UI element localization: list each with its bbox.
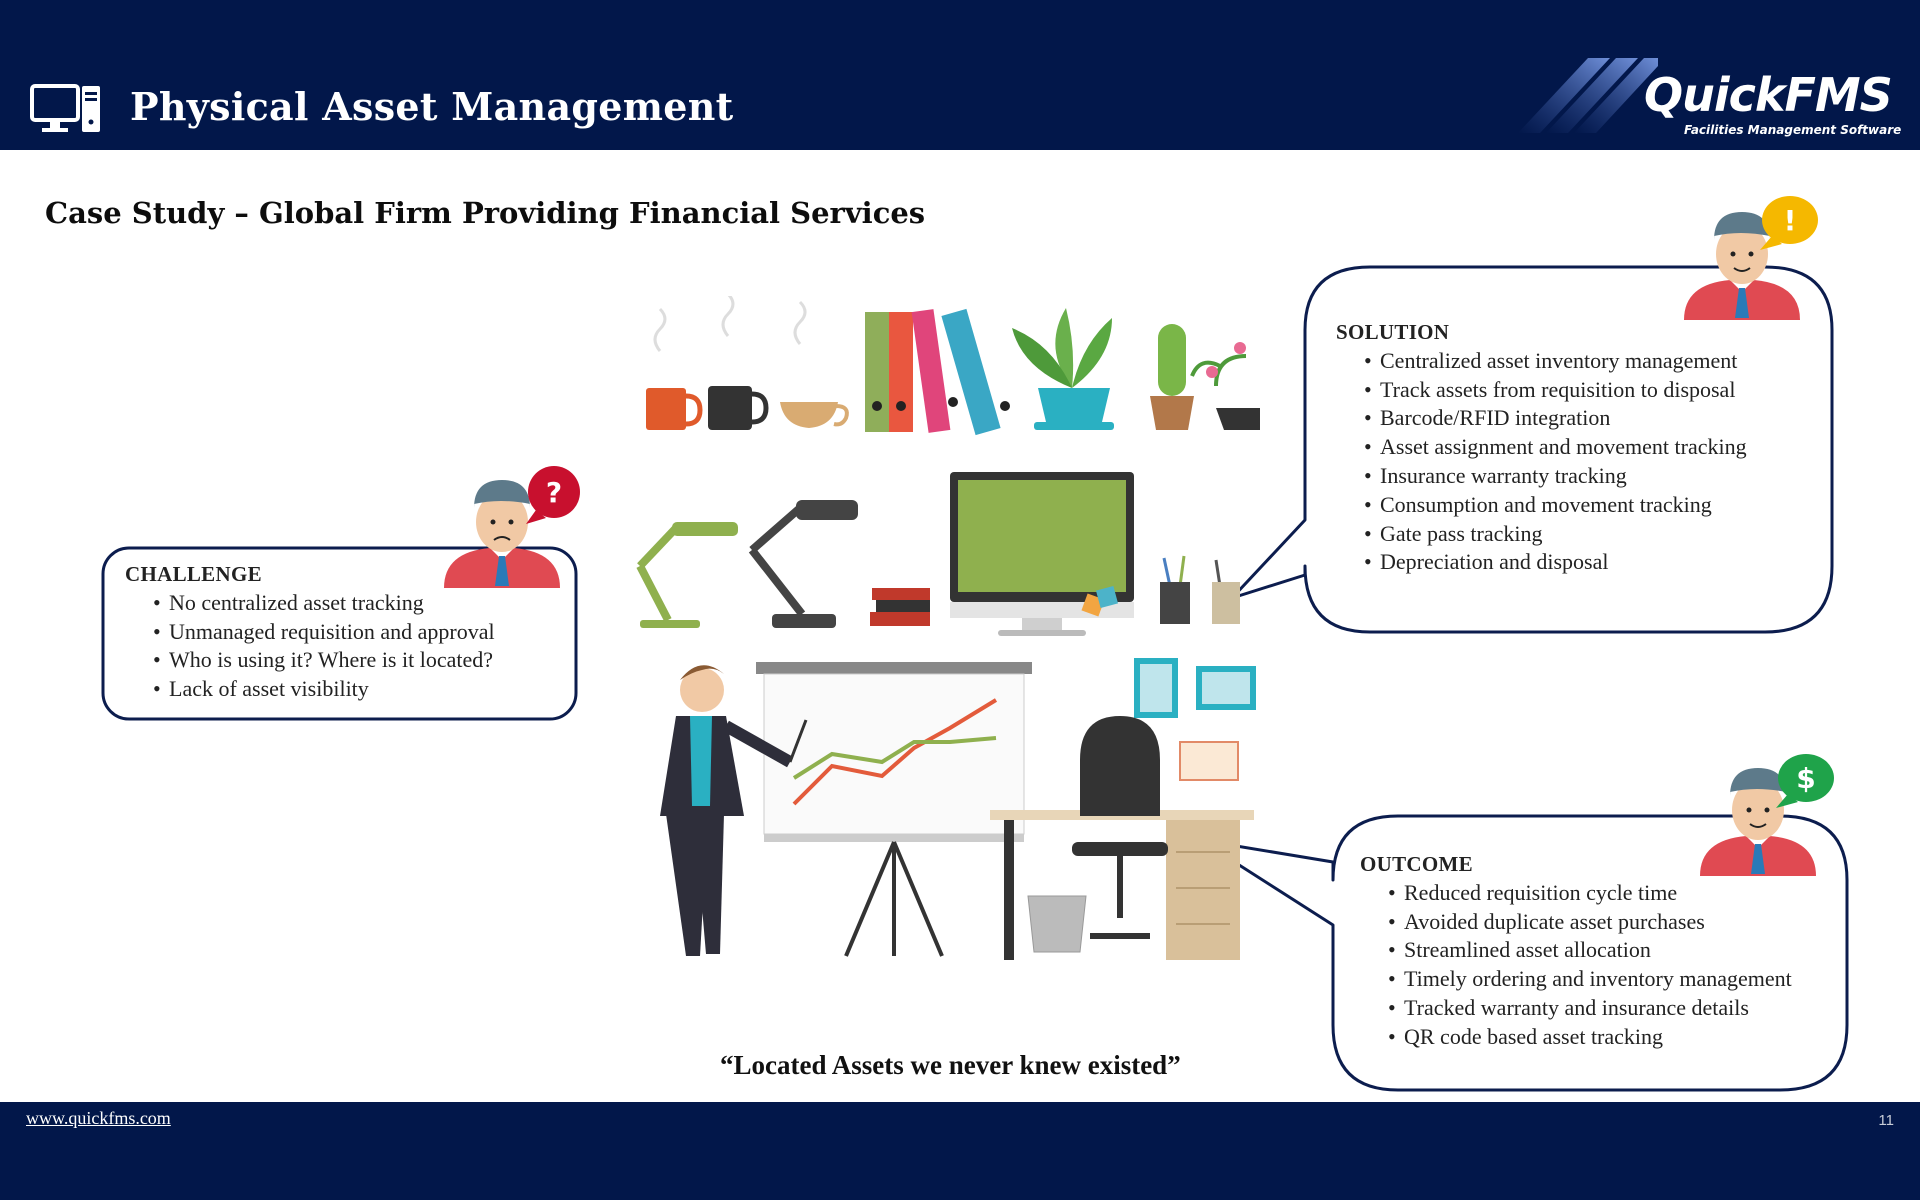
outcome-person-avatar: $ [1700,754,1834,876]
list-item: Asset assignment and movement tracking [1364,433,1747,462]
svg-text:?: ? [546,476,562,509]
exclamation-badge-icon [1762,196,1818,244]
binders [865,308,1010,436]
plants [1012,308,1260,430]
list-item: Reduced requisition cycle time [1388,879,1792,908]
website-link[interactable]: www.quickfms.com [26,1108,171,1128]
wall-frames [1134,658,1256,781]
list-item: Gate pass tracking [1364,520,1747,549]
brand-logo[interactable]: QuickFMS [1644,68,1893,122]
solution-person-avatar: ! [1684,196,1818,320]
list-item: Tracked warranty and insurance details [1388,994,1792,1023]
list-item: No centralized asset tracking [153,589,495,618]
list-item: Timely ordering and inventory management [1388,965,1792,994]
brand-stripes [1518,58,1658,133]
office-illustration [636,296,1260,960]
outcome-list: Reduced requisition cycle time Avoided d… [1360,879,1792,1052]
challenge-person-avatar: ? [444,466,580,588]
svg-text:!: ! [1784,204,1797,237]
brand-tagline: Facilities Management Software [1684,123,1902,137]
challenge-text: CHALLENGE No centralized asset tracking … [125,560,495,704]
list-item: Barcode/RFID integration [1364,404,1747,433]
challenge-heading: CHALLENGE [125,562,262,586]
office-desk [990,716,1254,960]
list-item: Avoided duplicate asset purchases [1388,908,1792,937]
solution-text: SOLUTION Centralized asset inventory man… [1336,318,1747,577]
monitor-illustration [950,472,1134,636]
presenter-figure [660,665,808,956]
outcome-heading: OUTCOME [1360,852,1473,876]
list-item: QR code based asset tracking [1388,1023,1792,1052]
list-item: Streamlined asset allocation [1388,936,1792,965]
presentation-board [756,662,1032,957]
pencil-cups [1160,555,1240,624]
list-item: Who is using it? Where is it located? [153,646,495,675]
testimonial-quote: “Located Assets we never knew existed” [720,1050,1181,1080]
computer-icon [30,84,100,132]
question-badge-icon [528,466,580,518]
page-number: 11 [1878,1112,1894,1129]
solution-heading: SOLUTION [1336,320,1450,344]
list-item: Centralized asset inventory management [1364,347,1747,376]
list-item: Consumption and movement tracking [1364,491,1747,520]
outcome-text: OUTCOME Reduced requisition cycle time A… [1360,850,1792,1052]
list-item: Lack of asset visibility [153,675,495,704]
footer-bar [0,1102,1920,1200]
list-item: Depreciation and disposal [1364,548,1747,577]
case-study-title: Case Study – Global Firm Providing Finan… [45,196,926,230]
desk-lamps [636,500,858,628]
solution-list: Centralized asset inventory management T… [1336,347,1747,577]
challenge-list: No centralized asset tracking Unmanaged … [125,589,495,704]
list-item: Track assets from requisition to disposa… [1364,376,1747,405]
book-stack [870,588,930,626]
mugs [646,296,849,430]
svg-text:$: $ [1796,762,1815,795]
page-title: Physical Asset Management [130,84,734,129]
dollar-badge-icon [1778,754,1834,802]
list-item: Insurance warranty tracking [1364,462,1747,491]
list-item: Unmanaged requisition and approval [153,618,495,647]
